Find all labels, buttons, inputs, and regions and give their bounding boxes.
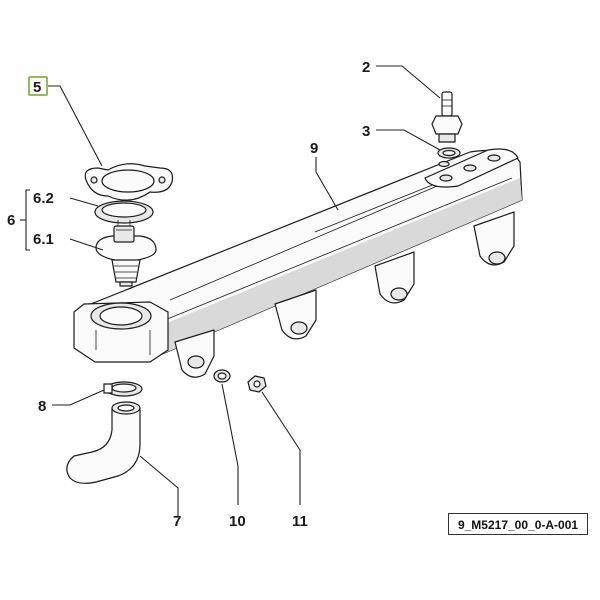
hex-nut[interactable] [247, 375, 267, 393]
hose-clamp[interactable] [103, 381, 143, 397]
label-9[interactable]: 9 [310, 140, 318, 157]
highlight-box-5 [28, 76, 48, 96]
label-2[interactable]: 2 [362, 59, 370, 76]
label-7[interactable]: 7 [173, 513, 181, 530]
sealing-washer[interactable] [437, 147, 461, 159]
hose-fitting[interactable] [431, 91, 463, 143]
label-6-2[interactable]: 6.2 [33, 190, 54, 207]
label-6[interactable]: 6 [7, 212, 15, 229]
coolant-hose[interactable] [66, 401, 141, 484]
label-8[interactable]: 8 [38, 398, 46, 415]
o-ring[interactable] [213, 369, 231, 383]
label-11[interactable]: 11 [292, 513, 308, 530]
seal-ring[interactable] [94, 200, 154, 224]
label-3[interactable]: 3 [362, 123, 370, 140]
label-6-1[interactable]: 6.1 [33, 231, 54, 248]
label-5[interactable]: 5 [33, 79, 41, 96]
fuel-rail[interactable] [73, 148, 523, 378]
thermostat[interactable] [95, 220, 157, 287]
label-10[interactable]: 10 [229, 513, 246, 530]
drawing-reference-code: 9_M5217_00_0-A-001 [448, 513, 588, 535]
gasket[interactable] [84, 163, 174, 201]
leader-lines [20, 65, 441, 517]
